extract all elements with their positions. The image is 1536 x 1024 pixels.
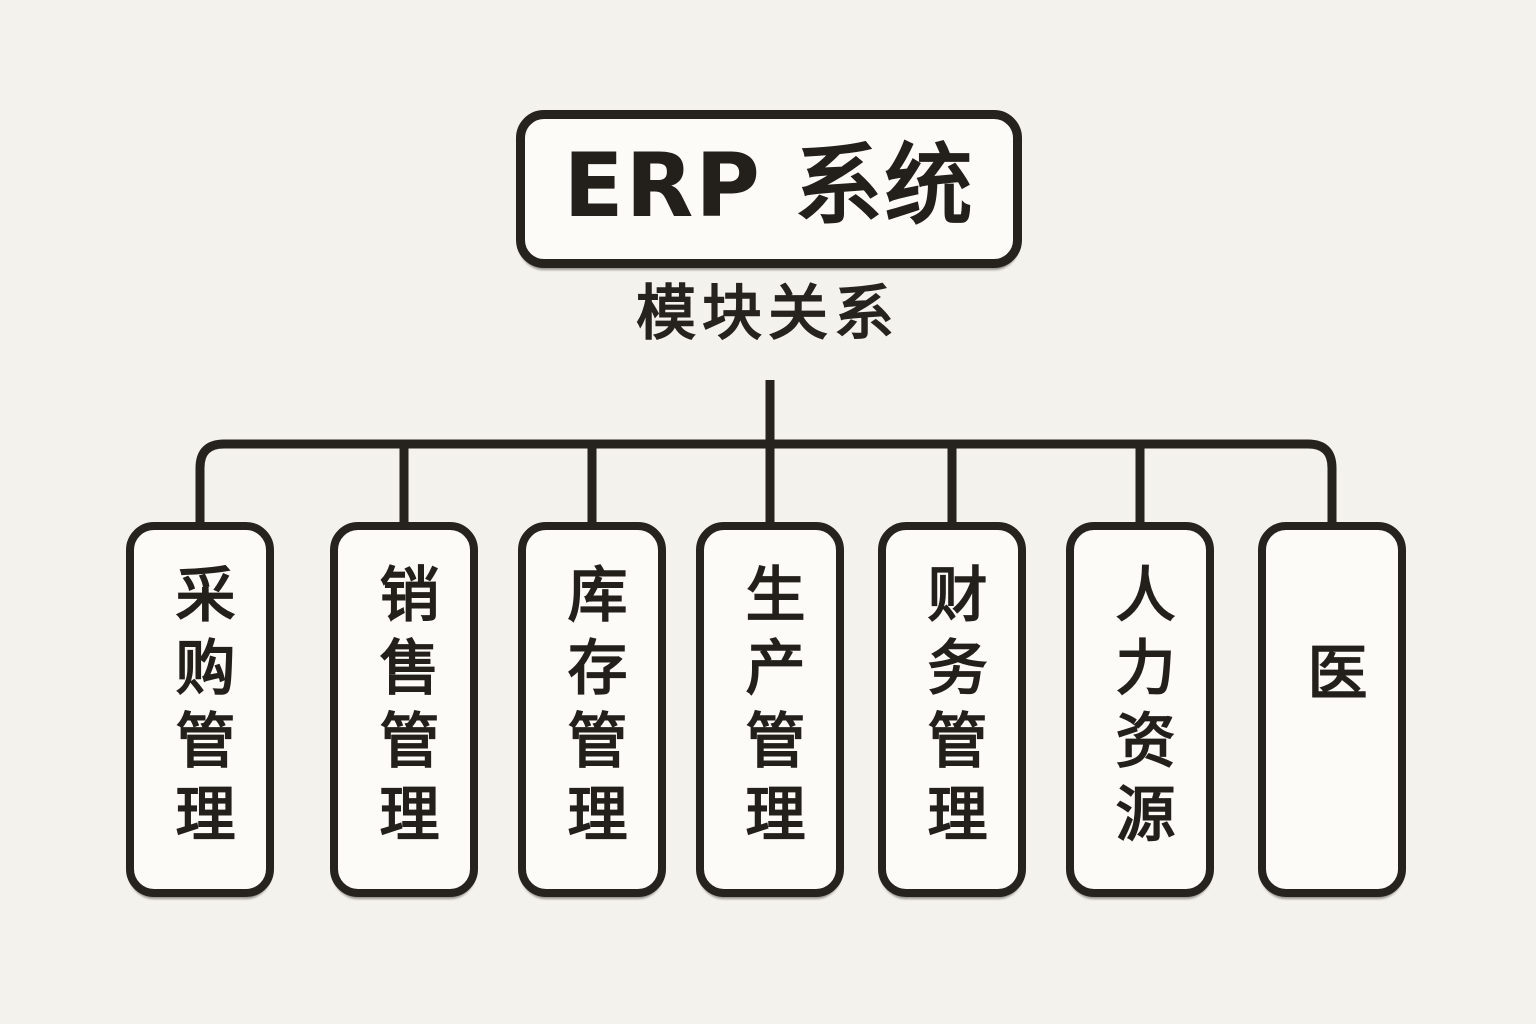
node-hr-label: 人力资源 (1105, 563, 1175, 856)
node-inventory-label: 库存管理 (557, 563, 627, 856)
node-sales-label: 销售管理 (369, 563, 439, 856)
node-finance-label: 财务管理 (917, 563, 987, 856)
node-medical-label: 医 (1297, 640, 1367, 715)
node-production-label: 生产管理 (735, 563, 805, 856)
root-node-box: ERP 系统 (516, 110, 1022, 268)
diagram-title: ERP 系统 (563, 134, 975, 237)
node-inventory: 库存管理 (518, 522, 666, 897)
node-sales: 销售管理 (330, 522, 478, 897)
connector-bus (195, 439, 1337, 524)
node-medical-truncated: 医 (1258, 522, 1406, 897)
node-purchasing-label: 采购管理 (165, 563, 235, 856)
node-purchasing: 采购管理 (126, 522, 274, 897)
node-production: 生产管理 (696, 522, 844, 897)
diagram-subtitle: 模块关系 (636, 279, 900, 349)
node-hr: 人力资源 (1066, 522, 1214, 897)
node-finance: 财务管理 (878, 522, 1026, 897)
